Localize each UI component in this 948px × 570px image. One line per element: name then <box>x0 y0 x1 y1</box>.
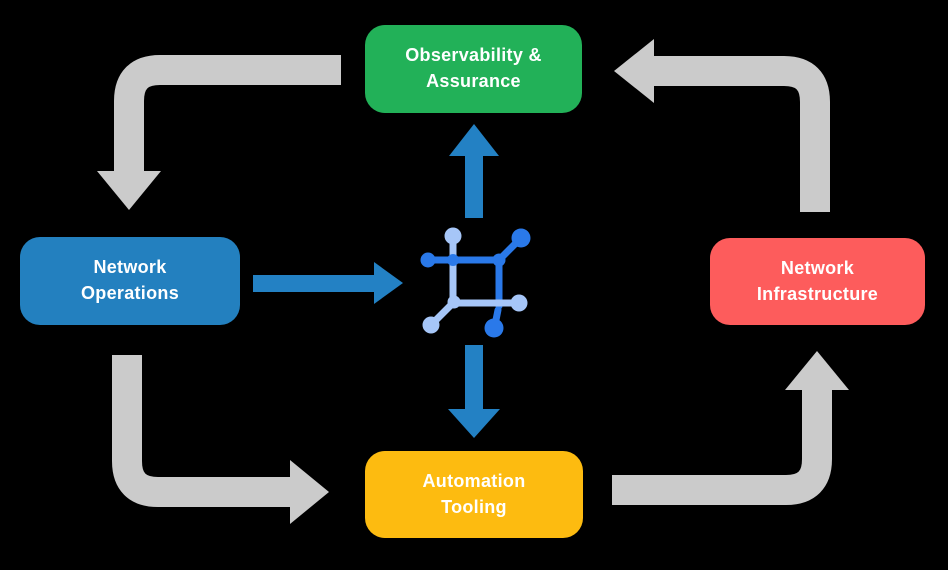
arrow-center-to-observability <box>449 124 499 218</box>
network-operations-label: Network Operations <box>80 257 180 303</box>
arrow-infrastructure-to-observability <box>614 39 830 212</box>
arrow-operations-to-center <box>253 262 403 304</box>
observability-assurance-label: Observability & Assurance <box>405 45 542 91</box>
observability-assurance-box: Observability & Assurance <box>365 25 582 113</box>
automation-tooling-label: Automation Tooling <box>422 470 526 517</box>
arrow-operations-to-automation <box>112 355 329 524</box>
network-infrastructure-box: Network Infrastructure <box>710 238 925 325</box>
arrow-center-to-automation <box>448 345 500 438</box>
network-infrastructure-label: Network Infrastructure <box>756 257 879 304</box>
arrow-automation-to-infrastructure <box>612 351 849 505</box>
network-fabric-icon <box>420 227 531 338</box>
network-operations-box: Network Operations <box>20 237 240 325</box>
arrow-observability-to-operations <box>97 55 341 210</box>
automation-tooling-box: Automation Tooling <box>365 451 583 538</box>
